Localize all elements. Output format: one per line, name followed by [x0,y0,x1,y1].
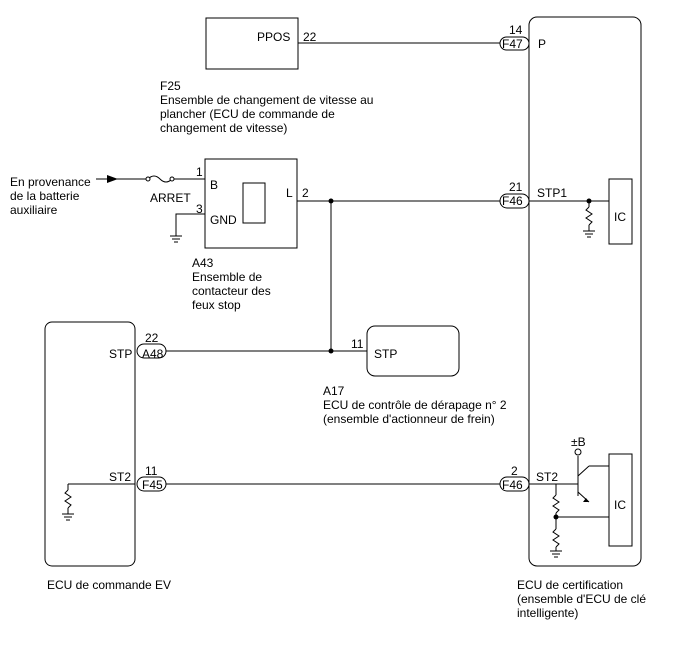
junction-dot-cert [586,198,592,204]
wire-gnd [175,213,205,236]
junction-dot-1 [328,198,334,204]
f25-code: F25 [160,79,181,93]
supply-label: ±B [571,435,586,449]
fuse-symbol [147,175,173,183]
f25-pin-number: 22 [303,30,317,44]
connector-f45-label: F45 [142,478,163,492]
supply-terminal [574,448,582,456]
junction-dot-2 [328,348,334,354]
cert-pin-p-number: 14 [509,23,523,37]
ic-box-1 [608,178,633,245]
battery-arrow [107,175,118,183]
connector-f45 [136,476,167,492]
cert-ecu-name: ECU de certification (ensemble d'ECU de … [517,578,647,620]
cert-pin-stp1-label: STP1 [537,186,567,200]
cert-stp1-resistor [585,206,593,226]
ic-label-1: IC [614,210,626,224]
ev-pin-st2-label: ST2 [109,470,131,484]
ev-pin-st2-number: 11 [145,464,158,478]
a17-code: A17 [323,384,345,398]
ev-pin-stp-label: STP [109,347,132,361]
cert-pin-st2-number: 2 [511,464,518,478]
a43-pin-l-number: 2 [302,186,309,200]
ground-symbol-ev-ecu [62,513,74,521]
cert-ecu-box [528,16,642,567]
connector-a48-label: A48 [142,347,164,361]
cert-st2-resistor-1 [552,494,560,514]
connector-a48 [136,343,167,359]
a43-box [204,158,298,249]
cert-st2-resistor-2 [552,528,560,548]
transistor-arrow [583,498,589,502]
ic-box-2 [608,453,633,547]
transistor-collector [577,465,590,477]
ev-ecu-box [44,321,136,567]
a43-switch-coil [242,182,266,224]
a43-pin-gnd-number: 3 [196,202,203,216]
ground-symbol-a43 [170,235,182,243]
cert-pin-p-label: P [538,37,546,51]
f25-pin-label: PPOS [257,30,290,44]
connector-f46-stp1 [499,193,530,209]
a17-pin-number: 11 [351,337,364,351]
fuse-terminal-right [169,176,175,182]
ev-ecu-name: ECU de commande EV [47,578,172,592]
fuse-terminal-left [145,176,151,182]
a43-pin-gnd-label: GND [210,213,237,227]
a43-pin-b-number: 1 [196,165,203,179]
a43-pin-l-label: L [286,186,293,200]
a43-pin-b-label: B [210,178,218,192]
connector-f46-st2-label: F46 [502,478,523,492]
ev-pin-stp-number: 22 [145,331,159,345]
connector-f47-label: F47 [502,37,523,51]
ev-ecu-resistor [64,489,72,509]
connector-f47 [499,36,530,51]
cert-pin-stp1-number: 21 [509,180,523,194]
connector-f46-stp1-label: F46 [502,194,523,208]
battery-label: En provenance de la batterie auxiliaire [10,175,91,217]
a17-pin-label: STP [374,347,397,361]
ground-symbol-cert-st2 [550,550,562,558]
cert-pin-st2-label: ST2 [536,470,558,484]
a43-code: A43 [192,256,214,270]
f25-name: Ensemble de changement de vitesse au pla… [160,93,374,135]
connector-f46-st2 [499,476,530,492]
ic-label-2: IC [614,498,626,512]
a43-name: Ensemble de contacteur des feux stop [192,270,271,312]
fuse-label: ARRET [150,191,191,205]
ground-symbol-cert-stp1 [583,230,595,238]
a17-name: ECU de contrôle de dérapage n° 2 (ensemb… [323,398,507,426]
junction-dot-cert-st2 [553,514,559,520]
